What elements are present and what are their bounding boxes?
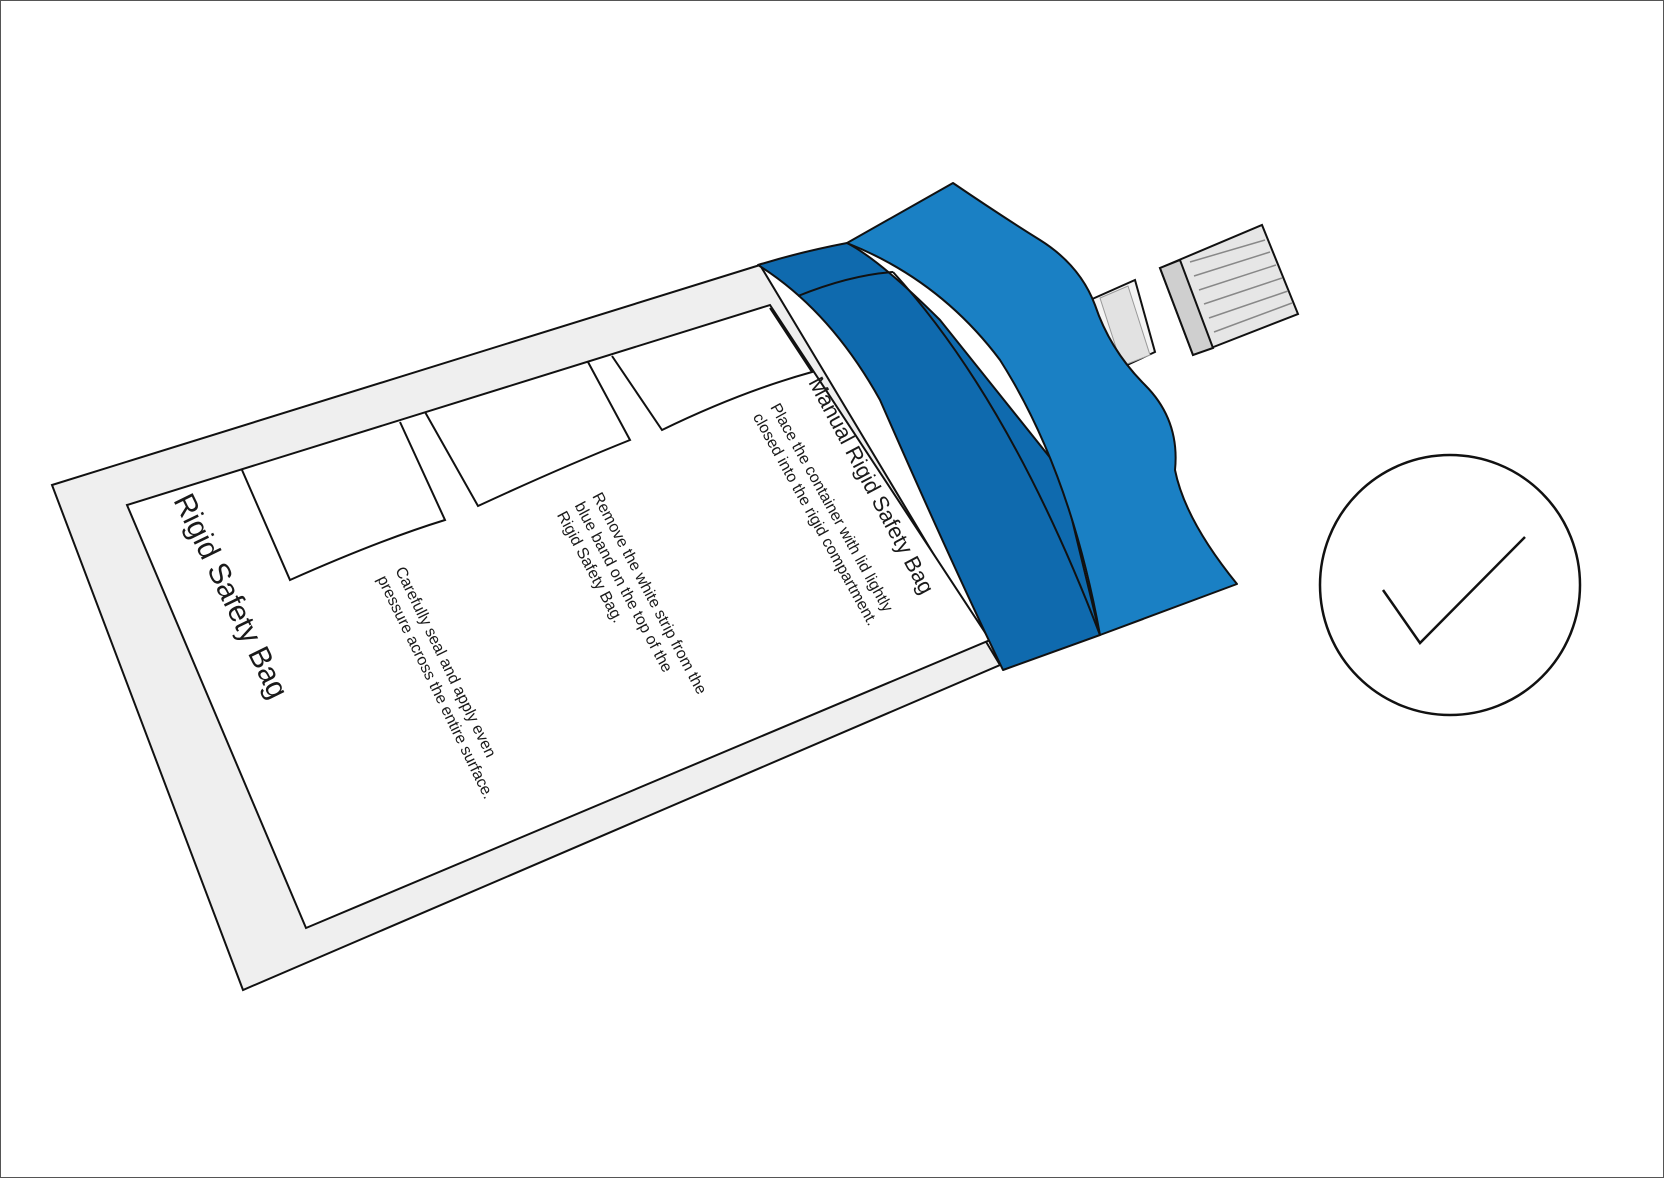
seal-band-light: [846, 182, 1238, 636]
sample-tube-icon: [1088, 223, 1300, 374]
checkmark-circle-icon: [1318, 453, 1582, 717]
illustration-box-2: [424, 361, 632, 508]
seal-band-crease: [797, 271, 894, 297]
seal-band-dark: [757, 242, 1101, 671]
illustration-box-1: [611, 307, 814, 432]
seal-band-fold: [892, 271, 1101, 636]
illustration-box-3: [241, 421, 447, 582]
